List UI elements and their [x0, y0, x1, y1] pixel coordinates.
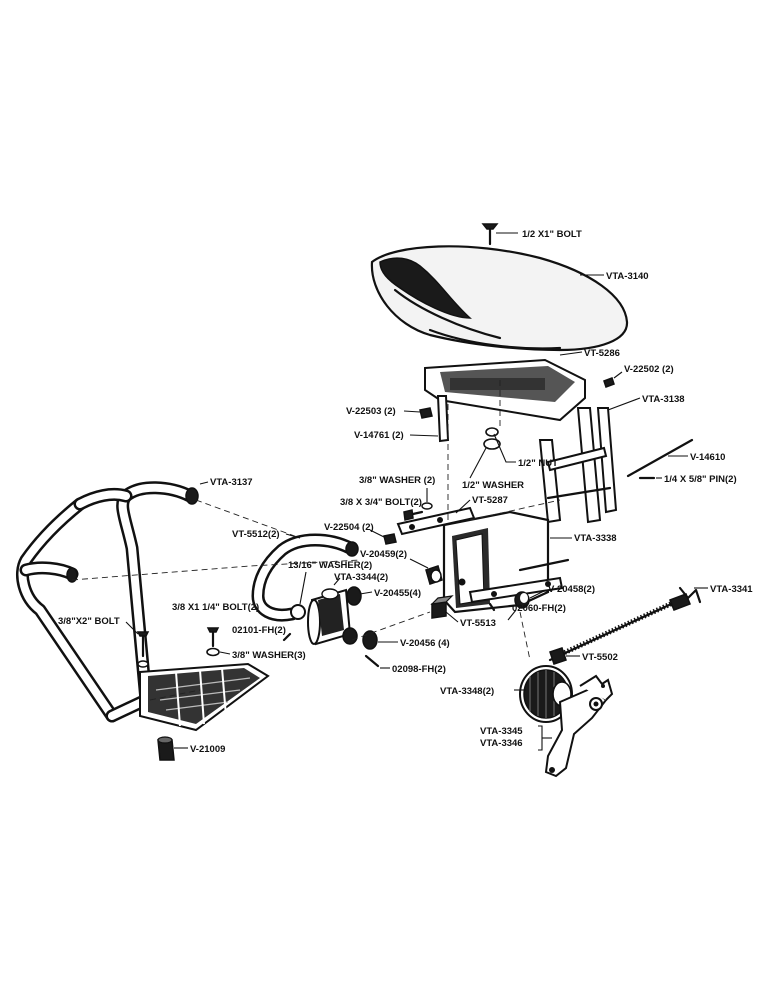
label-v21009: V-21009 [190, 744, 225, 755]
housing-vta3338 [442, 510, 570, 614]
label-v20458: V-20458(2) [548, 584, 595, 595]
bushing-v20456 [362, 630, 378, 650]
label-v22504: V-22504 (2) [324, 522, 374, 533]
label-v20455: V-20455(4) [374, 588, 421, 599]
pin-02101 [282, 632, 292, 642]
seat-support [538, 407, 618, 524]
label-v20456: V-20456 (4) [400, 638, 450, 649]
label-pin: 1/4 X 5/8" PIN(2) [664, 474, 737, 485]
label-washer-1316: 13/16" WASHER(2) [288, 560, 372, 571]
label-washer-38-3: 3/8" WASHER(3) [232, 650, 306, 661]
bolt-v22504 [383, 533, 397, 545]
label-washer-half: 1/2" WASHER [462, 480, 524, 491]
label-v22502: V-22502 (2) [624, 364, 674, 375]
assembly-lines [71, 380, 561, 701]
label-vta3346: VTA-3346 [480, 738, 523, 749]
drum-vta3348 [519, 665, 573, 723]
label-nut-half: 1/2" NUT [518, 458, 558, 469]
nut-vt5502 [549, 647, 567, 665]
seat-bolt [481, 223, 499, 246]
bushing-v20458 [514, 591, 530, 609]
label-vta3137: VTA-3137 [210, 477, 253, 488]
washer-38-frame [206, 647, 220, 657]
label-vt5502: VT-5502 [582, 652, 618, 663]
label-v22503: V-22503 (2) [346, 406, 396, 417]
seat-plate [424, 358, 586, 422]
strap-v14761 [436, 395, 450, 443]
screw-vta3341 [548, 586, 702, 662]
rod-v14610 [626, 438, 694, 478]
bushing-v20455 [346, 586, 362, 606]
label-vta3344: VTA-3344(2) [334, 572, 388, 583]
label-vta3138: VTA-3138 [642, 394, 685, 405]
label-v20459: V-20459(2) [360, 549, 407, 560]
washer-38-part [421, 502, 433, 510]
bolt-38x114 [206, 627, 220, 648]
nut-washer [483, 427, 501, 450]
label-vt5512: VT-5512(2) [232, 529, 280, 540]
label-fh02101: 02101-FH(2) [232, 625, 286, 636]
label-vt5513: VT-5513 [460, 618, 496, 629]
label-vta3348: VTA-3348(2) [440, 686, 494, 697]
label-fh02060: 02060-FH(2) [512, 603, 566, 614]
label-vta3338: VTA-3338 [574, 533, 617, 544]
bolt-v22503 [419, 407, 433, 419]
label-vta3341: VTA-3341 [710, 584, 753, 595]
label-bolt-38x114: 3/8 X1 1/4" BOLT(2) [172, 602, 259, 613]
label-v14761: V-14761 (2) [354, 430, 404, 441]
frame-vta3137 [16, 481, 270, 732]
label-bolt-38x2: 3/8"X2" BOLT [58, 616, 120, 627]
label-bolt-38: 3/8 X 3/4" BOLT(2) [340, 497, 422, 508]
pin-02098 [364, 654, 380, 668]
label-washer-38: 3/8" WASHER (2) [359, 475, 435, 486]
label-vt5287: VT-5287 [472, 495, 508, 506]
foot-v21009 [157, 736, 175, 761]
label-vt5286: VT-5286 [584, 348, 620, 359]
label-vta3140: VTA-3140 [606, 271, 649, 282]
screw-v22502 [603, 377, 615, 388]
handle-vt5512 [251, 533, 359, 622]
bolt-38-part [403, 509, 424, 521]
cap-v20459 [425, 565, 443, 585]
tube-vta3344 [307, 588, 358, 646]
bolt-38x2 [136, 631, 150, 668]
label-vta3345: VTA-3345 [480, 726, 523, 737]
arm-vta3345 [544, 674, 614, 778]
block-vt5513 [430, 595, 454, 619]
label-fh02098: 02098-FH(2) [392, 664, 446, 675]
label-bolt-half: 1/2 X1" BOLT [522, 229, 582, 240]
label-v14610: V-14610 [690, 452, 725, 463]
seat-pan [370, 245, 629, 352]
